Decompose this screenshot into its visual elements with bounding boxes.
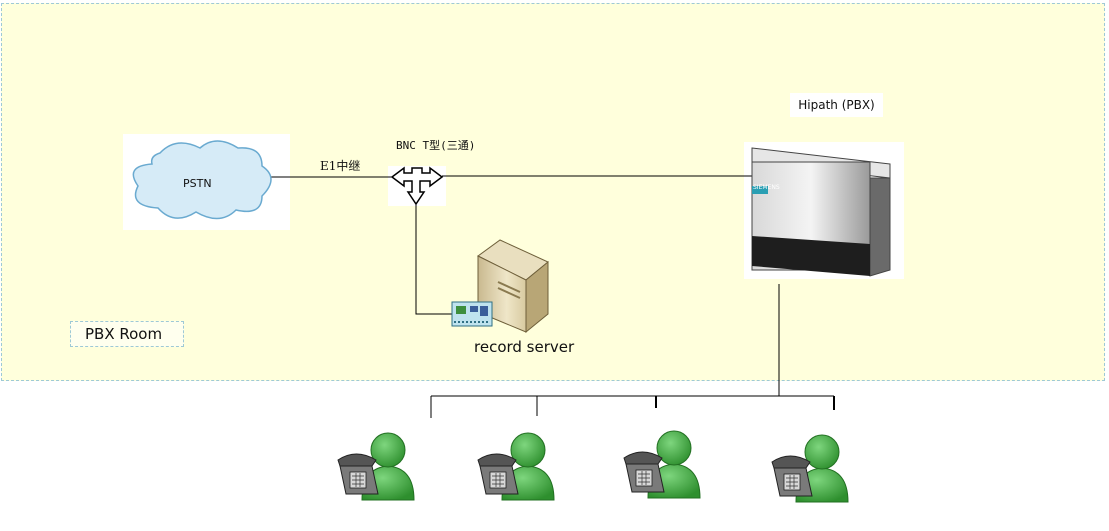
pbx-brand-label: SIEMENS — [753, 184, 780, 191]
pbx-label: Hipath (PBX) — [790, 93, 883, 117]
extension-user-4-icon — [771, 434, 849, 503]
connection-lines — [270, 175, 835, 418]
pbx-room-label: PBX Room — [70, 321, 184, 347]
trunk-label: E1中继 — [320, 159, 361, 173]
bnc-label: BNC T型(三通) — [396, 139, 476, 152]
record-server-label: record server — [474, 338, 575, 356]
extension-user-2-icon — [477, 432, 555, 501]
bnc-t-connector-icon — [390, 166, 444, 206]
server-tap-line — [415, 194, 452, 315]
pstn-cloud-icon — [132, 140, 272, 220]
extension-user-1-icon — [337, 432, 415, 501]
pbx-cabinet-icon — [751, 147, 891, 277]
record-server-icon — [451, 239, 549, 334]
extension-user-3-icon — [623, 430, 701, 499]
pstn-label: PSTN — [183, 177, 212, 190]
